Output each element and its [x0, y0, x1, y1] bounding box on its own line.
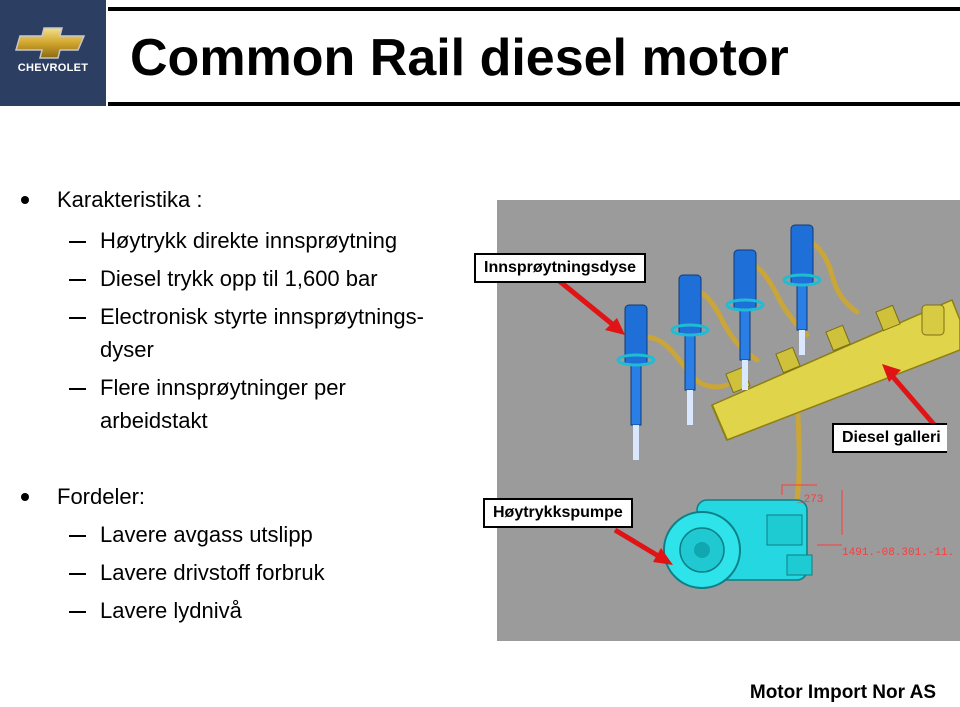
slide-title: Common Rail diesel motor [112, 24, 960, 92]
dash-marker [69, 317, 86, 319]
slide-title-text: Common Rail diesel motor [130, 29, 789, 87]
bullet-item-continuation: arbeidstakt [100, 408, 208, 433]
bullet-item: Lavere drivstoff forbruk [100, 560, 325, 585]
footer-company: Motor Import Nor AS [749, 682, 936, 703]
bullet-item: Flere innsprøytninger per [100, 375, 346, 400]
bullet-dot [21, 493, 29, 501]
title-rule-bottom [108, 102, 960, 106]
callout-arrows [550, 273, 939, 565]
callout-injector: Innsprøytningsdyse [474, 253, 647, 283]
bullet-item: Diesel trykk opp til 1,600 bar [100, 266, 378, 291]
dash-marker [69, 241, 86, 243]
diagram-dimension-label: _273 [796, 494, 823, 506]
bullet-item: Lavere avgass utslipp [100, 522, 313, 547]
chevrolet-logo: CHEVROLET [0, 0, 106, 106]
diagram-part-number: 1491.-08.301.-11. [842, 547, 954, 559]
high-pressure-pump [663, 499, 813, 589]
bullet-item: Lavere lydnivå [100, 598, 242, 623]
diesel-rail [711, 299, 960, 441]
common-rail-illustration: _273 1491.-08.301.-11. [497, 200, 960, 641]
dash-marker [69, 611, 86, 613]
callout-rail: Diesel galleri [832, 423, 947, 453]
bullet-item: Høytrykk direkte innsprøytning [100, 228, 398, 253]
section-label-fordeler: Fordeler: [57, 484, 146, 509]
bullet-dot [21, 196, 29, 204]
dash-marker [69, 573, 86, 575]
dash-marker [69, 388, 86, 390]
dash-marker [69, 535, 86, 537]
callout-pump: Høytrykkspumpe [483, 498, 633, 528]
section-label-karakteristika: Karakteristika : [57, 187, 203, 212]
bullet-item: Electronisk styrte innsprøytnings- [100, 304, 424, 329]
title-rule-top [108, 7, 960, 11]
logo-wordmark: CHEVROLET [17, 62, 89, 74]
bullet-item-continuation: dyser [100, 337, 154, 362]
dash-marker [69, 279, 86, 281]
dimension-lines [781, 484, 843, 546]
bowtie-icon [15, 27, 86, 59]
system-diagram: _273 1491.-08.301.-11. [550, 224, 960, 589]
injectors [616, 224, 822, 460]
